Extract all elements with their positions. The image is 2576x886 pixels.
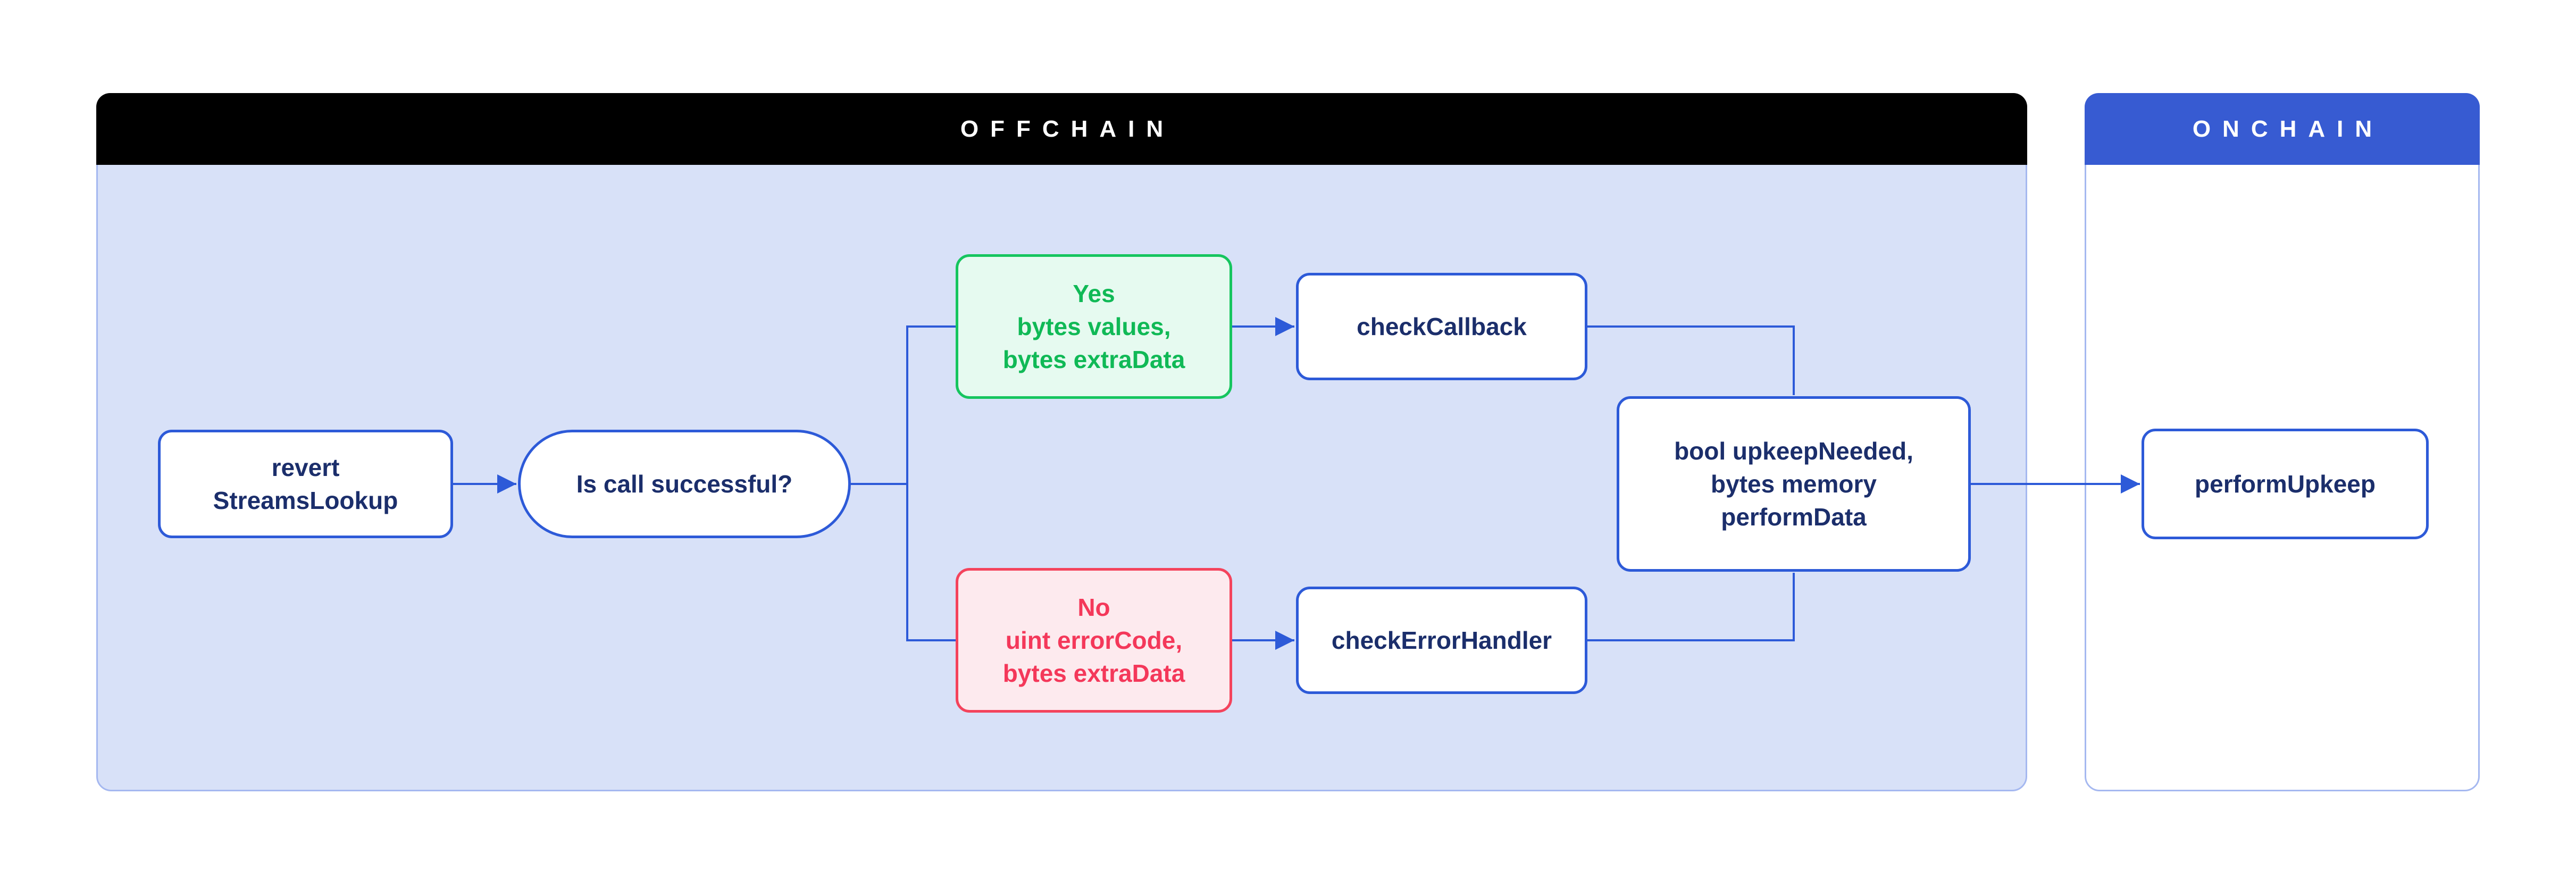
node-line: performData <box>1721 503 1867 531</box>
offchain-header-label: OFFCHAIN <box>960 115 1175 142</box>
node-line: performUpkeep <box>2195 470 2376 498</box>
node-is-call-successful: Is call successful? <box>518 430 851 538</box>
node-line: checkCallback <box>1357 313 1527 340</box>
node-line: bool upkeepNeeded, <box>1674 437 1913 465</box>
node-check-callback: checkCallback <box>1296 273 1587 380</box>
node-revert-streamslookup: revert StreamsLookup <box>158 430 453 538</box>
node-yes-branch: Yes bytes values, bytes extraData <box>956 254 1232 399</box>
node-line: Is call successful? <box>576 470 793 498</box>
node-line: Yes <box>1073 280 1115 307</box>
node-line: revert <box>271 454 340 481</box>
node-no-branch: No uint errorCode, bytes extraData <box>956 568 1232 713</box>
node-line: bytes memory <box>1711 470 1877 498</box>
node-line: uint errorCode, <box>1005 626 1183 654</box>
node-perform-upkeep: performUpkeep <box>2142 429 2429 539</box>
offchain-header: OFFCHAIN <box>96 93 2027 165</box>
node-line: bytes extraData <box>1002 659 1185 687</box>
node-line: bytes extraData <box>1002 346 1185 373</box>
node-check-error-handler: checkErrorHandler <box>1296 587 1587 694</box>
node-upkeep-result: bool upkeepNeeded, bytes memory performD… <box>1617 396 1971 572</box>
node-line: StreamsLookup <box>213 487 398 514</box>
onchain-header-label: ONCHAIN <box>2192 115 2384 142</box>
node-line: bytes values, <box>1017 313 1171 340</box>
onchain-header: ONCHAIN <box>2085 93 2480 165</box>
node-line: checkErrorHandler <box>1331 626 1552 654</box>
node-line: No <box>1077 594 1110 621</box>
